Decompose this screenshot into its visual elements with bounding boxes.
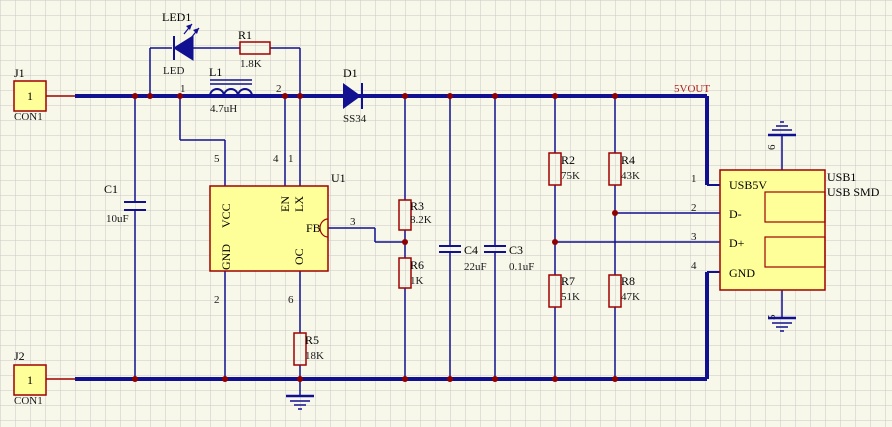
usb1-usb5v-label: USB5V [729,178,767,192]
c3-designator: C3 [509,243,523,257]
u1-lx-pin-number: 1 [288,153,294,165]
resistor-r4[interactable]: R4 43K [608,152,640,186]
u1-designator: U1 [331,171,346,185]
usb1-pin1-number: 1 [691,173,697,185]
r2-designator: R2 [561,153,575,167]
r4-value: 43K [621,170,640,182]
usb-connector-usb1[interactable]: USB1 USB SMD USB5V D- D+ GND 1 2 3 4 6 5 [691,144,880,320]
d1-designator: D1 [343,66,358,80]
c4-value: 22uF [464,261,487,273]
u1-en-pin-number: 4 [273,153,279,165]
l1-pin1: 1 [180,83,186,95]
r8-value: 47K [621,291,640,303]
u1-fb-label: FB [306,221,321,235]
j2-pin-number: 1 [27,373,33,387]
ic-u1[interactable]: U1 5 4 1 2 6 3 VCC GND EN LX OC FB [209,153,356,306]
c1-designator: C1 [104,182,118,196]
usb1-pin2-number: 2 [691,202,697,214]
ground-symbol-main [286,394,314,410]
resistor-r2[interactable]: R2 75K [548,152,580,186]
r2-value: 75K [561,170,580,182]
resistor-r8[interactable]: R8 47K [608,274,640,308]
resistor-r3[interactable]: R3 8.2K [398,199,432,231]
usb1-pin4-number: 4 [691,260,697,272]
r1-designator: R1 [238,28,252,42]
resistor-r5[interactable]: R5 18K [293,332,324,366]
ground-symbol-usb-top [768,121,796,137]
u1-oc-label: OC [292,248,306,265]
usb1-pin3-number: 3 [691,231,697,243]
j2-designator: J2 [14,349,25,363]
usb1-dp-label: D+ [729,236,745,250]
r6-value: 1K [410,275,424,287]
r3-designator: R3 [410,199,424,213]
diode-d1[interactable]: D1 SS34 [343,66,367,125]
u1-gnd-label: GND [219,244,233,270]
r7-value: 51K [561,291,580,303]
led1-comment: LED [163,65,184,77]
u1-lx-label: LX [292,196,306,212]
capacitor-c4[interactable]: C4 22uF [439,243,487,273]
r8-designator: R8 [621,274,635,288]
usb1-dm-label: D- [729,207,742,221]
j2-comment: CON1 [14,395,43,407]
c1-value: 10uF [106,213,129,225]
net-label-5vout: 5VOUT [674,83,710,95]
u1-fb-pin-number: 3 [350,216,356,228]
r3-value: 8.2K [410,214,432,226]
j1-comment: CON1 [14,111,43,123]
u1-vcc-label: VCC [219,203,233,228]
connector-j2[interactable]: J2 1 CON1 [13,349,75,407]
usb1-pin6-number: 6 [766,144,778,150]
resistor-r1[interactable]: R1 1.8K [238,28,271,70]
c3-value: 0.1uF [509,261,534,273]
u1-vcc-pin-number: 5 [214,153,220,165]
j1-designator: J1 [14,66,25,80]
u1-oc-pin-number: 6 [288,294,294,306]
r7-designator: R7 [561,274,575,288]
u1-en-label: EN [278,196,292,212]
r1-value: 1.8K [240,58,262,70]
usb1-designator: USB1 [827,170,856,184]
l1-value: 4.7uH [210,103,237,115]
r6-designator: R6 [410,258,424,272]
r5-designator: R5 [305,333,319,347]
usb1-gnd-label: GND [729,266,755,280]
capacitor-c1[interactable]: C1 10uF [104,182,146,225]
l1-pin2: 2 [276,83,282,95]
d1-value: SS34 [343,113,367,125]
connector-j1[interactable]: J1 1 CON1 [13,66,75,123]
r5-value: 18K [305,350,324,362]
led1[interactable]: LED1 LED [162,10,200,77]
led1-designator: LED1 [162,10,191,24]
j1-pin-number: 1 [27,89,33,103]
capacitor-c3[interactable]: C3 0.1uF [484,243,534,273]
inductor-l1[interactable]: L1 1 2 4.7uH [180,65,282,115]
resistor-r7[interactable]: R7 51K [548,274,580,308]
r4-designator: R4 [621,153,635,167]
usb1-comment: USB SMD [827,185,880,199]
c4-designator: C4 [464,243,478,257]
ground-symbol-usb-bottom [768,316,796,332]
resistor-r6[interactable]: R6 1K [398,257,424,289]
l1-designator: L1 [209,65,222,79]
u1-gnd-pin-number: 2 [214,294,220,306]
junction-dots [132,93,618,382]
